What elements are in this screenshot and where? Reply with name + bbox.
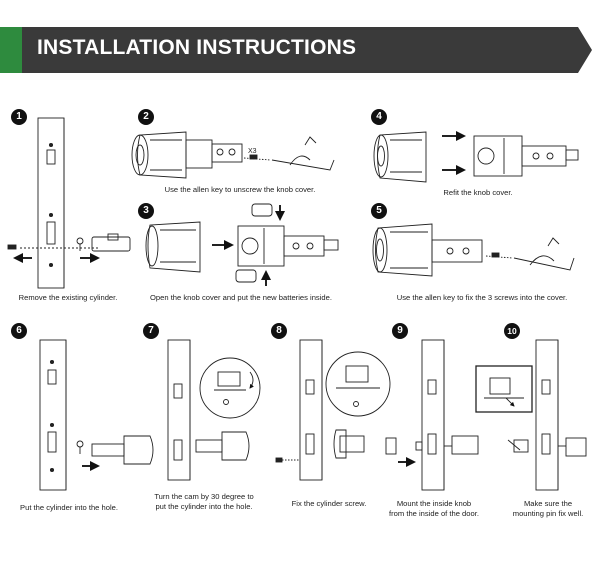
step-7-number: 7 [143, 323, 159, 339]
step-3-number: 3 [138, 203, 154, 219]
step-8-caption: Fix the cylinder screw. [291, 499, 367, 508]
step-6-number: 6 [11, 323, 27, 339]
step-2-caption: Use the allen key to unscrew the knob co… [164, 185, 316, 194]
step-1-caption: Remove the existing cylinder. [18, 293, 118, 302]
step-5-illustration [372, 223, 575, 277]
step-8-illustration [275, 339, 391, 481]
step-4-caption: Refit the knob cover. [443, 188, 513, 197]
step-2-number: 2 [138, 109, 154, 125]
step-5-caption: Use the allen key to fix the 3 screws in… [396, 293, 568, 302]
step-10-illustration [475, 339, 587, 491]
step-5-number: 5 [371, 203, 387, 219]
step-1-illustration [7, 117, 131, 289]
screw-count-label: X3 [248, 148, 257, 155]
step-1-number: 1 [11, 109, 27, 125]
banner-accent [0, 27, 22, 73]
step-9-caption-line-2: from the inside of the door. [389, 508, 479, 518]
step-9-caption: Mount the inside knob from the inside of… [376, 499, 492, 518]
step-7-illustration [167, 339, 261, 481]
step-7-caption: Turn the cam by 30 degree to put the cyl… [140, 492, 268, 511]
step-2-illustration [131, 131, 335, 179]
step-10-number: 10 [504, 323, 520, 339]
step-3-illustration [145, 203, 339, 286]
step-9-number: 9 [392, 323, 408, 339]
step-4-number: 4 [371, 109, 387, 125]
step-6-illustration [39, 339, 154, 491]
step-3-caption: Open the knob cover and put the new batt… [150, 293, 332, 302]
step-10-caption-line-2: mounting pin fix well. [512, 508, 584, 518]
header-banner: INSTALLATION INSTRUCTIONS [0, 27, 600, 73]
step-9-illustration [385, 339, 479, 491]
step-10-caption: Make sure the mounting pin fix well. [498, 499, 598, 518]
step-4-illustration [373, 131, 579, 183]
step-8-number: 8 [271, 323, 287, 339]
step-6-caption: Put the cylinder into the hole. [20, 503, 118, 512]
step-7-caption-line-2: put the cylinder into the hole. [155, 501, 253, 511]
step-7-caption-line-1: Turn the cam by 30 degree to [154, 492, 254, 501]
banner-shape [0, 27, 600, 73]
step-10-caption-line-1: Make sure the [523, 499, 573, 508]
step-9-caption-line-1: Mount the inside knob [396, 499, 472, 508]
page-title: INSTALLATION INSTRUCTIONS [37, 36, 357, 59]
